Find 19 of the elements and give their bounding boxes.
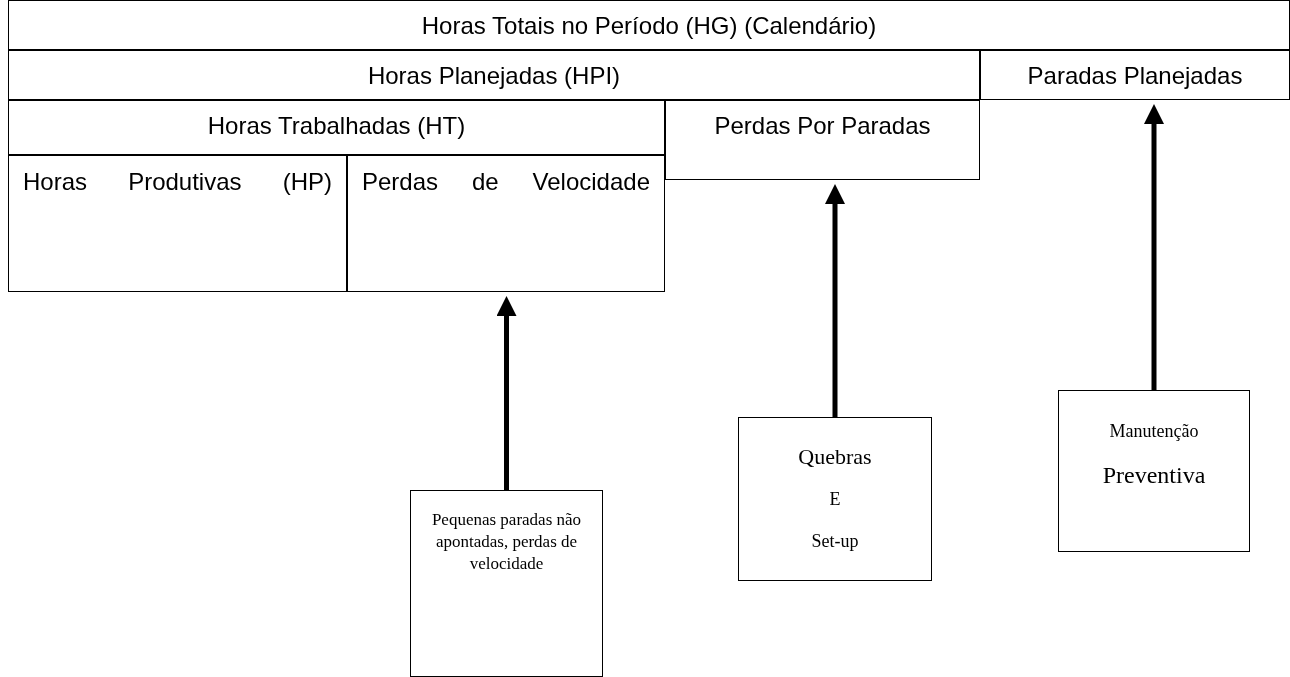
category-cell: Horas Totais no Período (HG) (Calendário) xyxy=(8,0,1290,50)
note-text: Manutenção xyxy=(1109,420,1199,443)
arrow xyxy=(496,296,517,490)
note-box xyxy=(738,417,932,581)
arrow xyxy=(825,184,845,417)
category-cell: Horas Trabalhadas (HT) xyxy=(8,100,665,155)
note-text: E xyxy=(829,488,841,511)
note-box xyxy=(1058,390,1250,552)
category-cell: Horas Produtivas (HP) xyxy=(8,155,347,292)
note-text: Preventiva xyxy=(1102,461,1206,490)
note-text: Set-up xyxy=(811,530,859,553)
note-text: Pequenas paradas não apontadas, perdas de velocidade xyxy=(430,509,583,575)
category-cell: Horas Planejadas (HPI) xyxy=(8,50,980,100)
note-box xyxy=(410,490,603,677)
category-cell: Perdas de Velocidade xyxy=(347,155,665,292)
arrow xyxy=(1144,104,1164,390)
category-cell: Paradas Planejadas xyxy=(980,50,1290,100)
category-cell: Perdas Por Paradas xyxy=(665,100,980,180)
note-text: Quebras xyxy=(798,443,872,471)
